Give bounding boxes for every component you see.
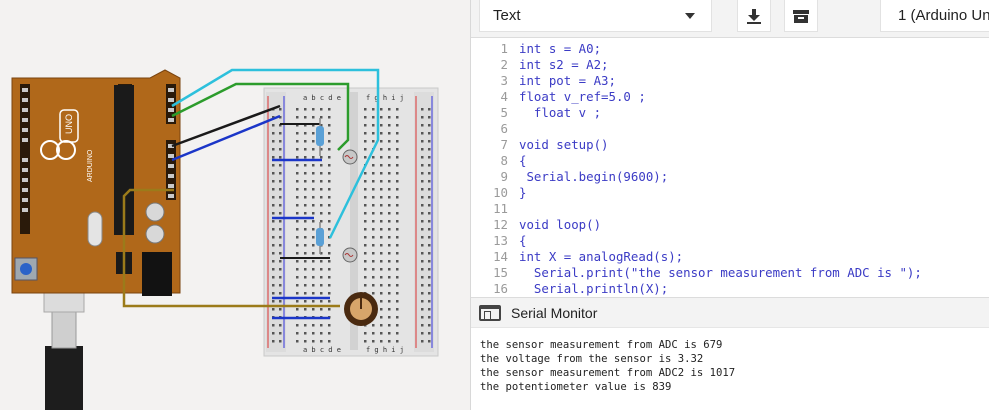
code-text: Serial.print("the sensor measurement fro… — [519, 265, 922, 280]
photoresistor-2[interactable] — [342, 247, 358, 263]
line-number: 3 — [500, 73, 508, 88]
code-line[interactable]: 5 float v ; — [471, 105, 989, 121]
code-line[interactable]: 12 void loop() — [471, 217, 989, 233]
serial-output-line: the sensor measurement from ADC2 is 1017 — [480, 367, 736, 379]
code-text: { — [519, 233, 527, 248]
photoresistor-1[interactable] — [342, 149, 358, 165]
serial-monitor-header[interactable]: Serial Monitor — [471, 297, 989, 328]
black-jumpers[interactable] — [280, 123, 330, 259]
board-model-label: UNO — [64, 114, 74, 134]
arduino-uno-board[interactable]: UNO ARDUINO — [11, 69, 181, 296]
line-number: 10 — [493, 185, 508, 200]
code-line[interactable]: 10} — [471, 185, 989, 201]
breadboard-column-letters-top: a b c d e — [303, 94, 341, 102]
serial-monitor-output[interactable]: the sensor measurement from ADC is 679 th… — [471, 330, 989, 410]
code-text: Serial.println(X); — [519, 281, 669, 296]
serial-device-label: 1 (Arduino Uno — [898, 7, 989, 24]
code-text: { — [519, 153, 527, 168]
line-number: 11 — [493, 201, 508, 216]
serial-monitor-title: Serial Monitor — [511, 304, 598, 321]
wire-black — [171, 104, 281, 148]
code-text: int pot = A3; — [519, 73, 616, 88]
code-line[interactable]: 4 float v_ref=5.0 ; — [471, 89, 989, 105]
code-text: } — [519, 185, 527, 200]
circuit-canvas[interactable]: UNO ARDUINO — [0, 0, 470, 410]
line-number: 9 — [500, 169, 508, 184]
code-mode-dropdown[interactable]: Text — [479, 0, 712, 32]
code-text: int X = analogRead(s); — [519, 249, 684, 264]
resistor-1[interactable] — [316, 118, 324, 156]
wire-green — [171, 82, 350, 151]
download-button[interactable] — [737, 0, 771, 32]
code-line[interactable]: 1 int s = A0; — [471, 41, 989, 57]
breadboard-column-letters-bottom-right: f g h i j — [366, 346, 404, 354]
code-line[interactable]: 6 — [471, 121, 989, 137]
line-number: 7 — [500, 137, 508, 152]
code-text: int s2 = A2; — [519, 57, 609, 72]
code-text: void loop() — [519, 217, 602, 232]
code-line[interactable]: 11 — [471, 201, 989, 217]
line-number: 2 — [500, 57, 508, 72]
code-line[interactable]: 3 int pot = A3; — [471, 73, 989, 89]
library-button[interactable] — [784, 0, 818, 32]
code-text: int s = A0; — [519, 41, 602, 56]
monitor-icon — [479, 304, 501, 321]
wire-blue — [171, 114, 281, 162]
serial-device-dropdown[interactable]: 1 (Arduino Uno — [880, 0, 989, 32]
breadboard-column-letters-top-right: f g h i j — [366, 94, 404, 102]
serial-output-line: the potentiometer value is 839 — [480, 381, 672, 393]
code-line[interactable]: 2 int s2 = A2; — [471, 57, 989, 73]
wire-olive — [122, 188, 340, 308]
serial-output-line: the voltage from the sensor is 3.32 — [480, 353, 704, 365]
line-number: 16 — [493, 281, 508, 296]
board-brand-label: ARDUINO — [87, 149, 94, 182]
line-number: 15 — [493, 265, 508, 280]
code-line[interactable]: 14 int X = analogRead(s); — [471, 249, 989, 265]
code-toolbar: Text 1 (Arduino Uno — [471, 0, 989, 38]
line-number: 8 — [500, 153, 508, 168]
code-text: Serial.begin(9600); — [519, 169, 669, 184]
code-line[interactable]: 15 Serial.print("the sensor measurement … — [471, 265, 989, 281]
resistor-2[interactable] — [316, 222, 324, 254]
connection-wires[interactable] — [122, 68, 380, 308]
code-line[interactable]: 8{ — [471, 153, 989, 169]
line-number: 13 — [493, 233, 508, 248]
library-box-icon — [793, 9, 809, 23]
breadboard-jumpers[interactable] — [272, 158, 330, 320]
code-line[interactable]: 13 { — [471, 233, 989, 249]
code-mode-label: Text — [493, 7, 521, 24]
line-number: 14 — [493, 249, 508, 264]
code-text: float v ; — [519, 105, 602, 120]
code-text: void setup() — [519, 137, 609, 152]
code-line[interactable]: 7 void setup() — [471, 137, 989, 153]
download-icon — [747, 8, 761, 24]
breadboard-holes — [272, 108, 431, 343]
potentiometer[interactable] — [344, 292, 378, 326]
line-number: 1 — [500, 41, 508, 56]
code-line[interactable]: 9 Serial.begin(9600); — [471, 169, 989, 185]
breadboard-column-letters-bottom: a b c d e — [303, 346, 341, 354]
code-line[interactable]: 16 Serial.println(X); — [471, 281, 989, 296]
serial-output-line: the sensor measurement from ADC is 679 — [480, 339, 723, 351]
line-number: 4 — [500, 89, 508, 104]
chevron-down-icon — [685, 13, 695, 19]
line-number: 6 — [500, 121, 508, 136]
line-number: 5 — [500, 105, 508, 120]
circuit-drawing: UNO ARDUINO — [11, 68, 439, 410]
code-text: float v_ref=5.0 ; — [519, 89, 646, 104]
line-number: 12 — [493, 217, 508, 232]
wire-cyan — [171, 68, 380, 239]
